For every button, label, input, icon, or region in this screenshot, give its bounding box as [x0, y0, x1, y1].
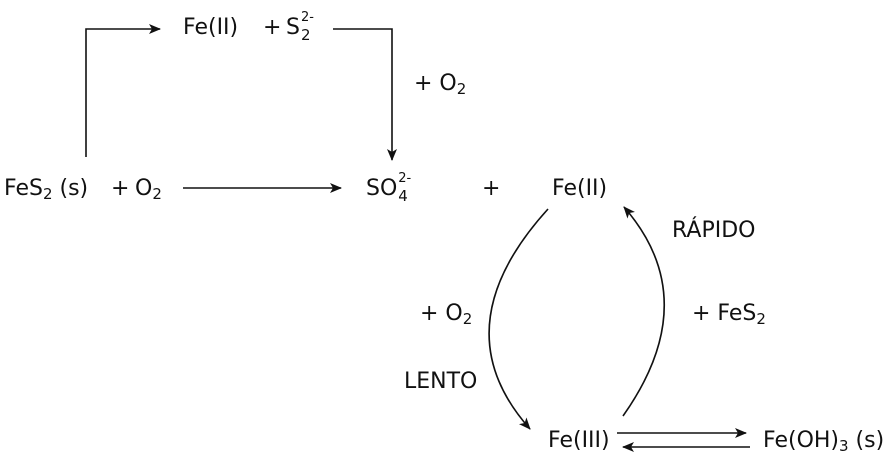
label-oxidant-top: + O2 — [414, 71, 466, 102]
species-feoh3: Fe(OH)3 (s) — [763, 428, 884, 459]
oxidant-top-subscript: 2 — [456, 80, 467, 98]
o2-base: O — [135, 176, 153, 201]
feoh3-subscript: 3 — [839, 437, 849, 455]
feoh3-state: (s) — [848, 428, 885, 453]
disulfide-index-stack: 2-2 — [300, 11, 316, 44]
fes2-subscript: 2 — [42, 185, 53, 203]
label-slow: LENTO — [404, 369, 478, 394]
sulfate-subscript: 4 — [398, 187, 408, 205]
oxidant-left-text: + O — [420, 301, 463, 326]
oxidant-top-text: + O — [414, 71, 457, 96]
sulfate-charge: 2- — [398, 171, 412, 186]
arrow-fes2-to-top-branch — [85, 24, 161, 157]
sulfate-index-stack: 2-4 — [397, 172, 413, 205]
species-fe2-top: Fe(II) — [183, 15, 239, 40]
arrow-fe3-to-fe2-rapid — [622, 206, 666, 417]
disulfide-charge: 2- — [300, 10, 314, 25]
plus-reactants: + — [111, 176, 130, 201]
arrow-top-to-sulfate — [333, 28, 397, 161]
fes2-base: FeS — [4, 176, 43, 201]
label-reductant-right: + FeS2 — [692, 301, 766, 332]
sulfate-base: SO — [366, 176, 398, 201]
disulfide-subscript: 2 — [300, 26, 311, 44]
plus-middle: + — [482, 176, 501, 201]
arrow-fe2-to-fe3-slow — [488, 208, 549, 430]
feoh3-base: Fe(OH) — [763, 428, 840, 453]
reductant-right-text: + FeS — [692, 301, 757, 326]
label-oxidant-left: + O2 — [420, 301, 472, 332]
o2-subscript: 2 — [152, 185, 162, 203]
fes2-state: (s) — [52, 176, 89, 201]
species-fe2-right: Fe(II) — [552, 176, 608, 201]
oxidant-left-subscript: 2 — [462, 310, 473, 328]
label-rapid: RÁPIDO — [672, 218, 756, 243]
species-fes2-solid: FeS2 (s) — [4, 176, 88, 207]
species-fe3: Fe(III) — [548, 428, 610, 453]
reductant-right-subscript: 2 — [756, 310, 766, 328]
disulfide-base: S — [286, 15, 300, 40]
plus-top: + — [263, 15, 282, 40]
species-o2-reactant: O2 — [135, 176, 162, 207]
